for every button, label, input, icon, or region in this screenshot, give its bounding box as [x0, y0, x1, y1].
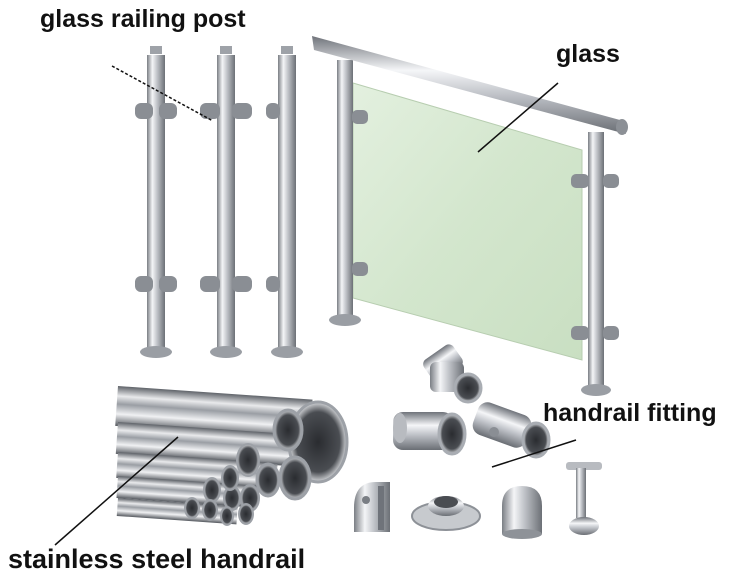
fitting-end-cap — [502, 486, 542, 539]
fitting-handrail-bracket — [566, 462, 602, 535]
glass-railing-assembly — [312, 36, 628, 396]
fitting-flange — [411, 496, 481, 531]
fitting-connector — [393, 412, 467, 456]
fitting-elbow — [423, 344, 483, 404]
leader-glass — [477, 82, 559, 153]
label-glass: glass — [556, 40, 620, 68]
glass-panel — [352, 82, 583, 361]
leader-post — [111, 65, 214, 122]
label-glass-railing-post: glass railing post — [40, 5, 246, 33]
leader-handrail — [54, 436, 179, 546]
leader-lines — [54, 65, 577, 546]
post-1 — [135, 46, 177, 358]
post-2 — [200, 46, 252, 358]
label-stainless-steel-handrail: stainless steel handrail — [8, 544, 306, 574]
steel-tube-bundle — [115, 386, 349, 526]
label-handrail-fitting: handrail fitting — [543, 399, 717, 427]
fitting-glass-clamp — [354, 482, 390, 532]
fitting-adjustable — [472, 402, 551, 459]
leader-fitting — [491, 439, 577, 468]
post-3 — [266, 46, 303, 358]
